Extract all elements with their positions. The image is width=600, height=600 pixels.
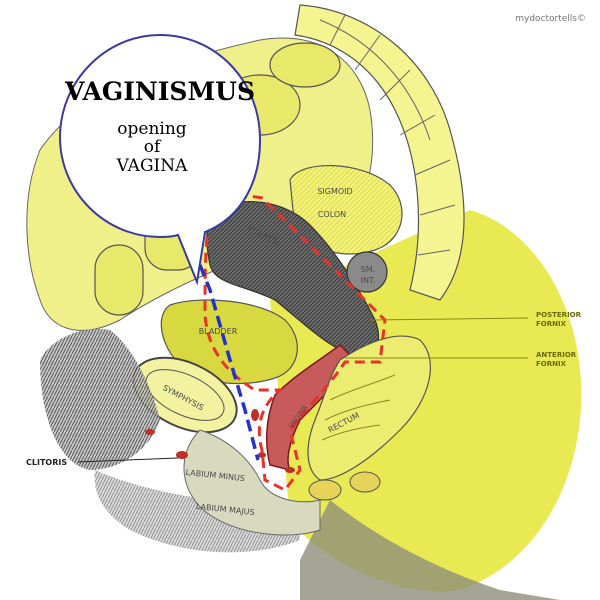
label-anterior-fornix-2: FORNIX — [536, 360, 567, 368]
label-posterior-fornix-1: POSTERIOR — [536, 311, 582, 319]
label-bladder: BLADDER — [199, 327, 238, 336]
pubic-hair — [40, 329, 160, 470]
label-anterior-fornix-1: ANTERIOR — [536, 351, 577, 359]
callout-title: VAGINISMUS — [64, 77, 255, 106]
callout-line-1: opening — [117, 119, 187, 139]
callout-line-3: VAGINA — [116, 156, 189, 176]
label-colon: COLON — [318, 210, 346, 219]
label-sigmoid: SIGMOID — [317, 187, 352, 196]
label-posterior-fornix-2: FORNIX — [536, 320, 567, 328]
watermark: mydoctortells© — [515, 14, 586, 24]
label-sm-int-1: SM. — [361, 265, 376, 274]
label-clitoris: CLITORIS — [26, 458, 67, 467]
label-sm-int-2: INT. — [361, 276, 376, 285]
callout-line-2: of — [144, 137, 162, 157]
